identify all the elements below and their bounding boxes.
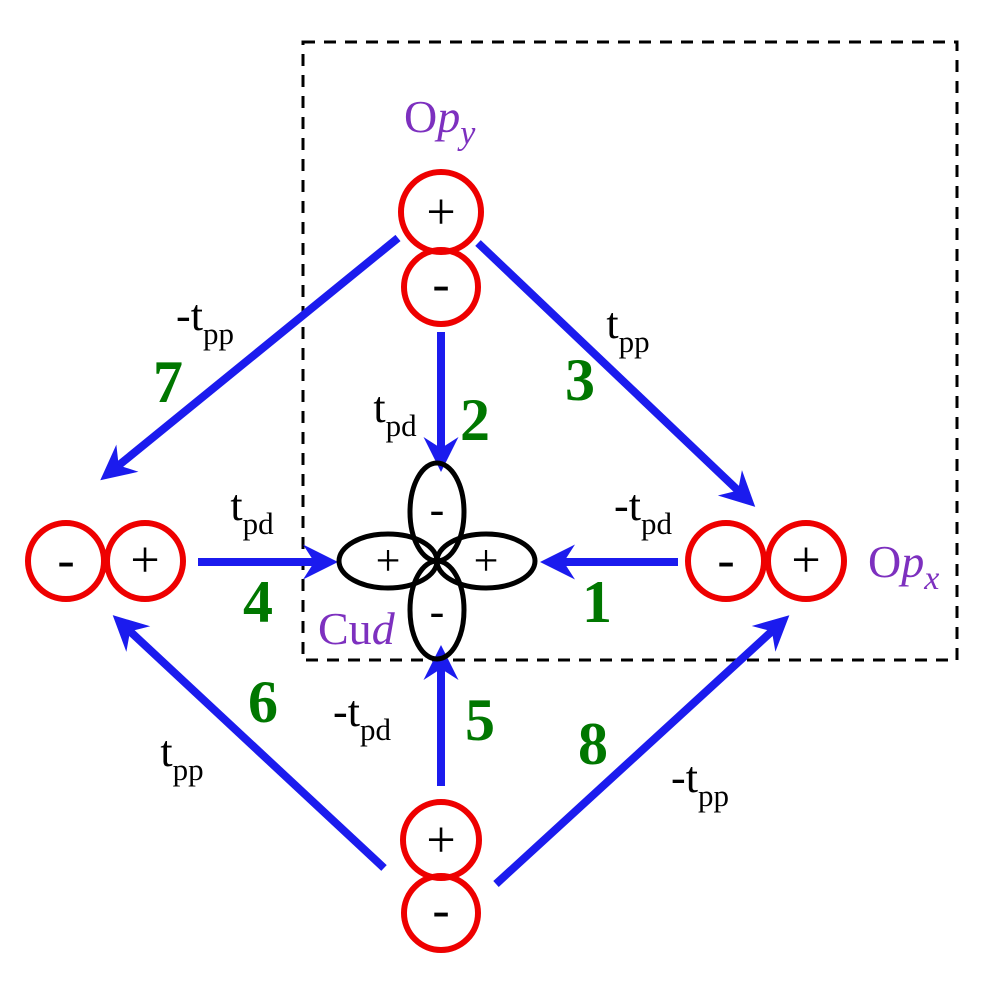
cud-right-lobe-sign: + [474,536,499,585]
hop-1-number: 1 [582,569,612,635]
o-left-minus-sign: - [57,532,74,589]
hop-7-arrow [100,234,401,481]
hop-3-arrow [475,240,756,507]
opx-label-element: O [868,536,901,587]
opx-label: Opx [868,536,939,597]
hop-8-amplitude-sub: pp [698,778,729,813]
hop-6-number: 6 [248,669,278,735]
unit-cell-dashed-box [301,40,959,662]
hop-2-amplitude-label: tpd [373,383,417,443]
hop-1-amplitude: -t [614,481,641,530]
hop-4-number: 4 [243,569,273,635]
o-bottom-minus-sign: - [432,882,449,939]
hop-5-amplitude-sub: pd [360,712,392,747]
cud-left-lobe-sign: + [376,536,401,585]
orbital-o-left: - + [25,520,186,602]
cud-label-orbital: d [372,603,396,654]
hop-6-arrow [112,615,387,871]
hop-3-amplitude: t [606,299,618,348]
cud-label-element: Cu [318,603,372,654]
cud-top-lobe-sign: - [430,485,445,534]
hop-1-amplitude-sub: pd [641,506,673,541]
hop-8-arrow [493,615,790,887]
hop-7-amplitude-label: -tpp [176,291,234,351]
opy-label-sub: y [457,115,476,152]
hop-6-amplitude-label: tpp [160,727,203,787]
opx-plus-sign: + [791,532,820,589]
hop-4-amplitude-label: tpd [230,481,274,541]
hop-4-amplitude-sub: pd [243,506,275,541]
opx-plus-lobe-circle [765,520,847,602]
hop-5-number: 5 [465,687,495,753]
hop-7-number: 7 [153,349,183,415]
hop-8-amplitude: -t [671,753,698,802]
hop-2-amplitude-sub: pd [386,408,418,443]
orbital-opy: + - Opy [398,91,484,327]
hop-6-amplitude-sub: pp [173,752,204,787]
opy-label-orbital: p [434,91,460,142]
hop-3-amplitude-sub: pp [619,324,650,359]
o-bottom-plus-sign: + [426,812,455,869]
opx-minus-sign: - [717,532,734,589]
orbital-o-bottom: + - [400,799,482,953]
o-left-plus-sign: + [130,532,159,589]
opx-label-orbital: p [898,536,924,587]
hop-5-amplitude-label: -tpd [333,687,391,747]
hop-7-amplitude-sub: pp [203,316,234,351]
opx-minus-lobe-circle [685,520,767,602]
opx-label-sub: x [923,560,939,597]
o-left-plus-lobe-circle [104,520,186,602]
hop-6-amplitude: t [160,727,172,776]
hop-3-number: 3 [565,347,595,413]
cud-right-lobe [434,531,538,591]
hop-7-amplitude: -t [176,291,203,340]
hop-2-amplitude: t [373,383,385,432]
opy-minus-lobe-circle [401,247,481,327]
opy-label-element: O [404,91,437,142]
hop-3-amplitude-label: tpp [606,299,649,359]
cud-label: Cud [318,603,396,654]
cud-bottom-lobe-sign: - [430,587,445,636]
hop-1-amplitude-label: -tpd [614,481,672,541]
opy-minus-sign: - [432,256,449,313]
hop-4-amplitude: t [230,481,242,530]
hop-5-amplitude: -t [333,687,360,736]
opy-plus-sign: + [426,184,455,241]
orbital-cud: - - + + Cud [318,460,538,662]
orbital-opx: - + Opx [685,520,939,602]
hop-8-amplitude-label: -tpp [671,753,729,813]
opy-label: Opy [404,91,476,152]
hop-8-number: 8 [578,711,608,777]
hop-2-number: 2 [460,387,490,453]
o-bottom-minus-lobe-circle [401,873,481,953]
